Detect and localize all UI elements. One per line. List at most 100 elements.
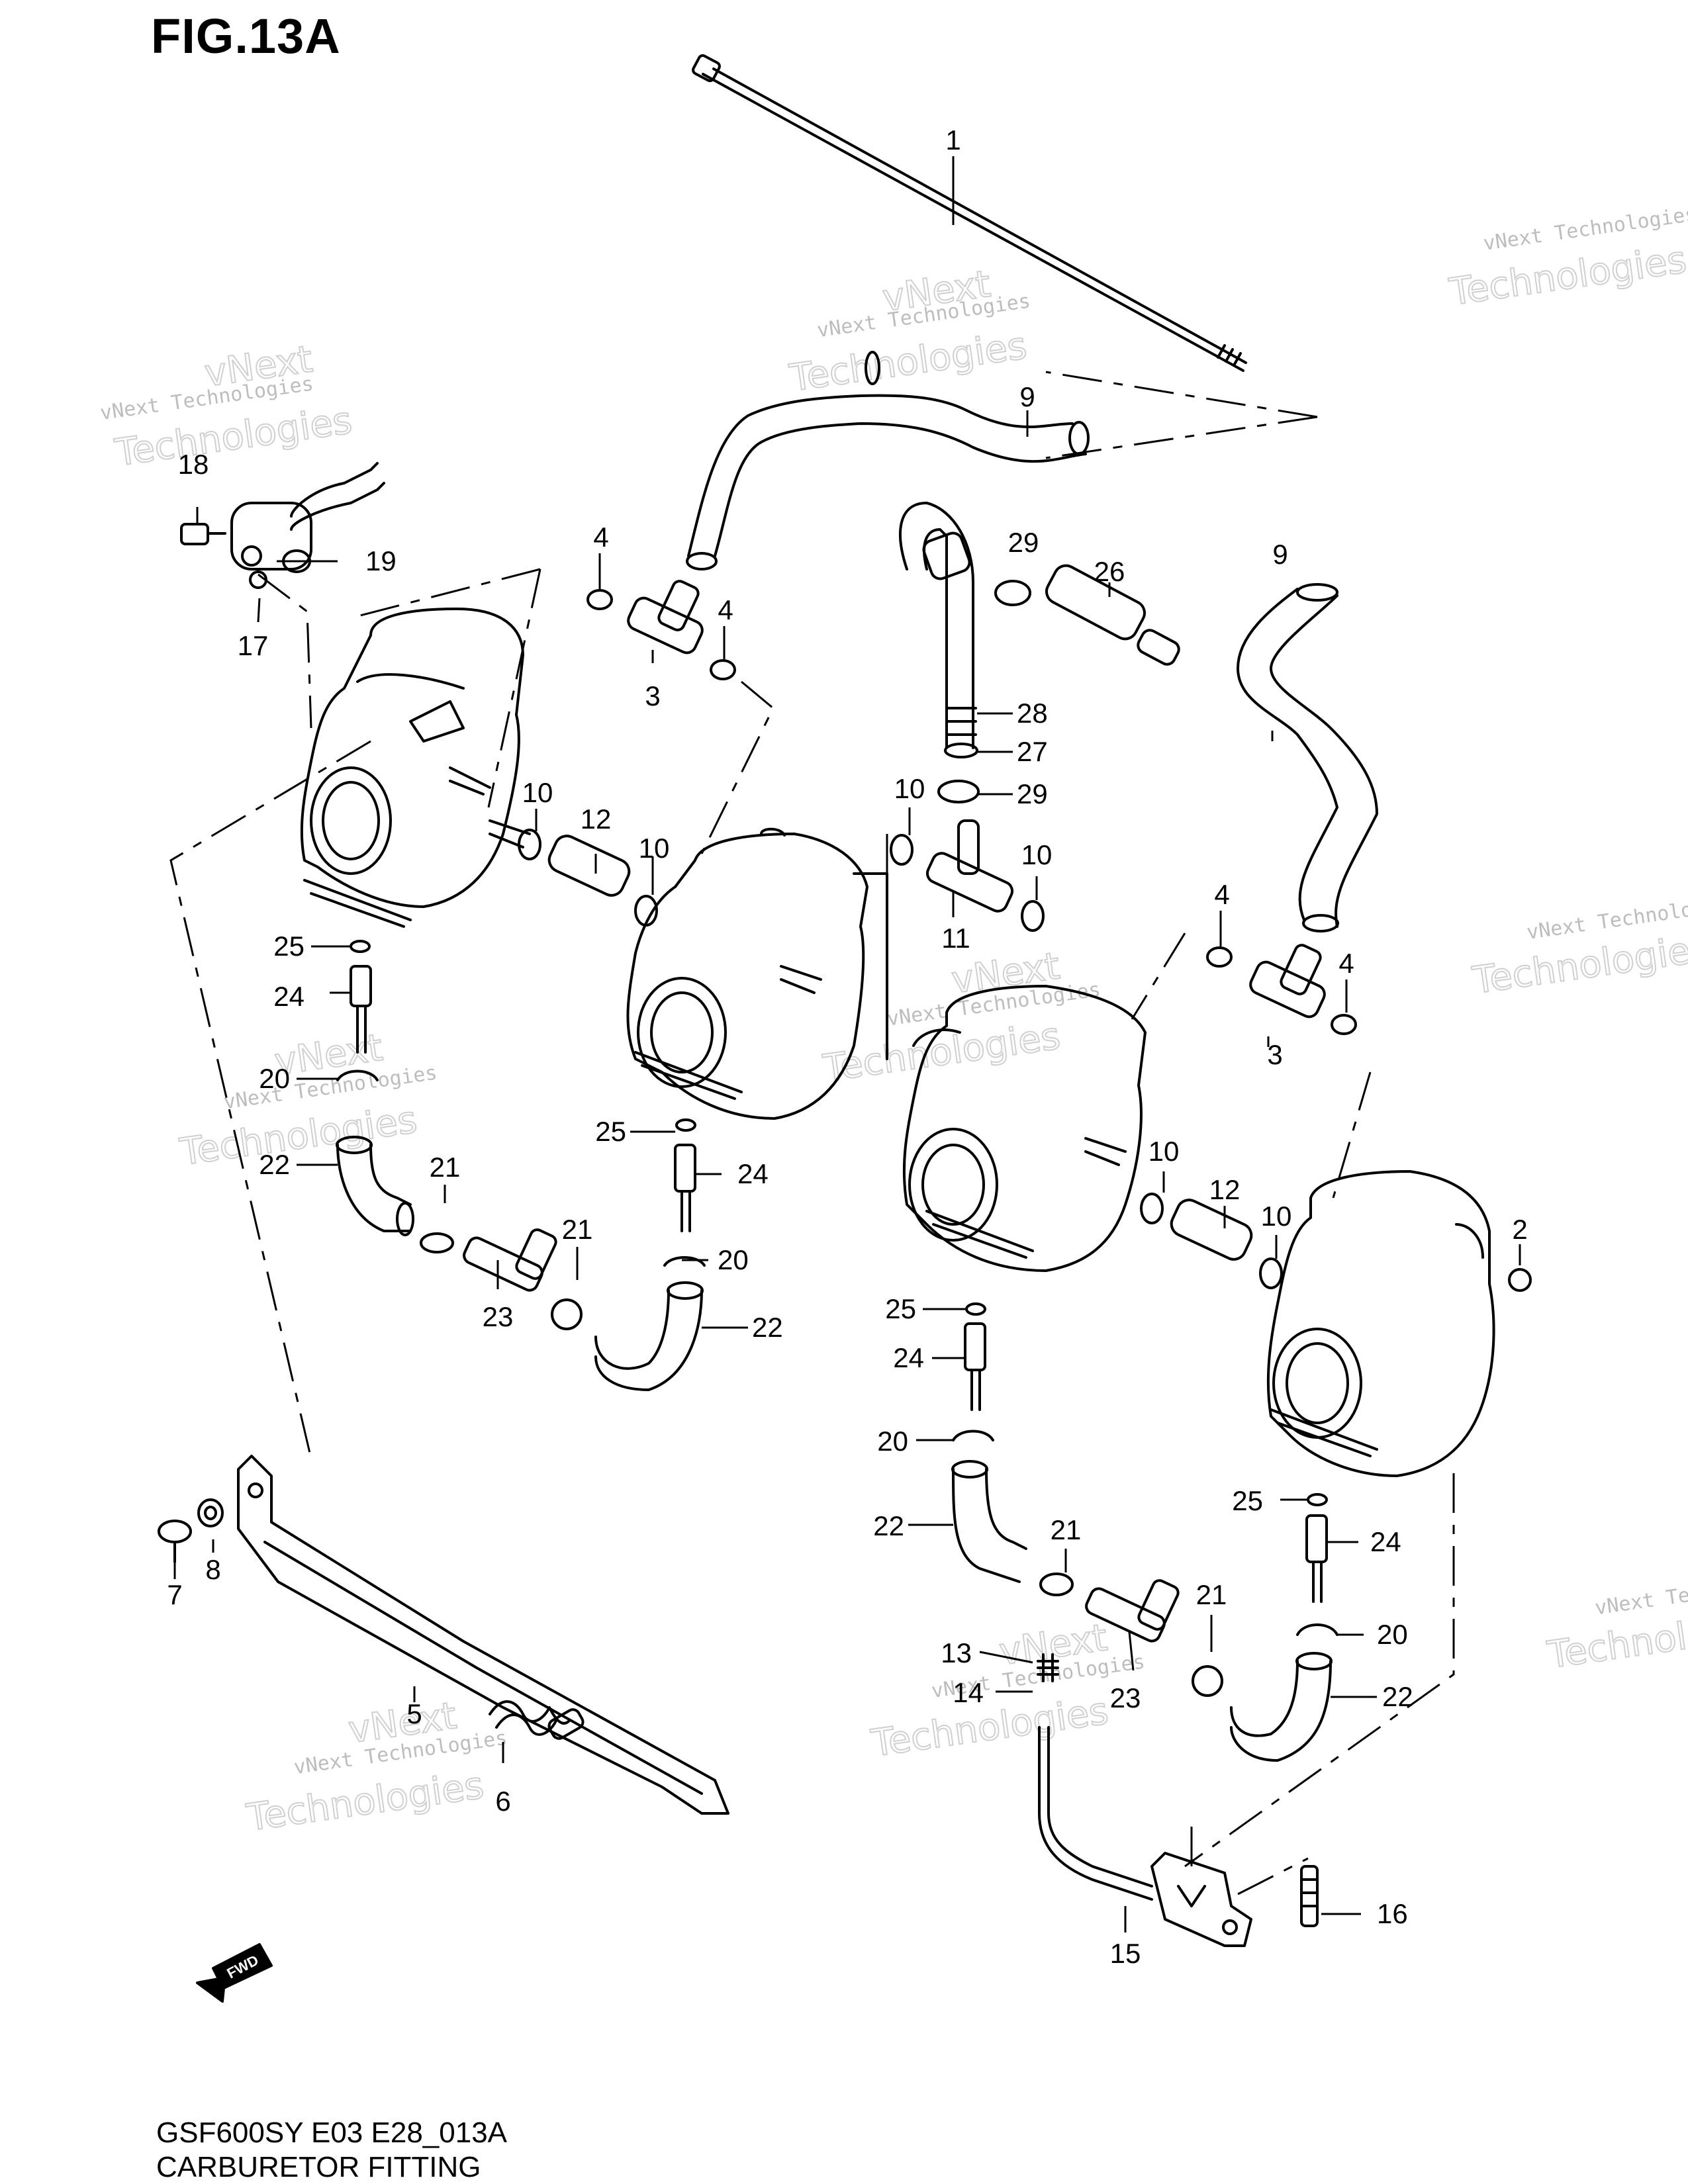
callout-20: 20 [718, 1244, 749, 1275]
part-bolt-16 [1300, 1865, 1319, 1927]
callout-28: 28 [1017, 698, 1048, 729]
part-screw-7 [158, 1520, 192, 1563]
callout-22: 22 [752, 1312, 783, 1343]
callout-23: 23 [1110, 1682, 1141, 1713]
callout-25: 25 [273, 931, 305, 962]
callout-7: 7 [167, 1579, 182, 1610]
callout-24: 24 [737, 1158, 769, 1189]
callout-14: 14 [953, 1677, 984, 1708]
callout-19: 19 [365, 545, 397, 576]
callout-1: 1 [945, 124, 961, 156]
callout-20: 20 [259, 1063, 290, 1094]
callout-10: 10 [1149, 1136, 1180, 1167]
callout-12: 12 [1209, 1174, 1241, 1205]
assembly-lines [169, 371, 1455, 1895]
callout-10: 10 [894, 773, 925, 804]
callout-24: 24 [893, 1342, 924, 1373]
part-hose-right [1237, 583, 1378, 933]
callout-12: 12 [581, 803, 612, 835]
fwd-arrow-icon [196, 1943, 273, 2003]
part-hose-28 [899, 502, 978, 758]
part-washer-8 [197, 1498, 224, 1527]
part-fittings-left [336, 940, 583, 1330]
part-rod [692, 54, 1247, 372]
svg-text:Technologies: Technologies [177, 1099, 420, 1175]
callout-3: 3 [1267, 1039, 1282, 1070]
watermark: Technologies vNext Technologies vNext [820, 944, 1102, 1091]
part-t-joint-3a [627, 580, 704, 655]
diagram-code: GSF600SY E03 E28_013A [156, 2116, 508, 2149]
callout-13: 13 [941, 1637, 972, 1668]
callout-20: 20 [877, 1426, 908, 1457]
watermark: Technologies vNext Technologies vNext [786, 262, 1032, 401]
part-carburetor-1 [300, 608, 531, 928]
svg-text:vNext Technologies: vNext Technologies [1593, 1567, 1688, 1620]
callout-25: 25 [595, 1116, 626, 1147]
callout-8: 8 [205, 1554, 220, 1585]
callout-18: 18 [178, 449, 209, 480]
callout-27: 27 [1017, 736, 1048, 767]
part-spring-6 [489, 1700, 585, 1740]
watermark: Technologies vNext Technologies [1446, 203, 1688, 315]
watermark: Technologies vNext Technologies vNext [177, 1026, 439, 1175]
part-t-joint-3b [1249, 944, 1326, 1019]
callout-25: 25 [1232, 1485, 1263, 1516]
callout-29: 29 [1017, 778, 1048, 809]
part-fittings-middle [594, 1118, 706, 1391]
part-carburetor-4 [1266, 1170, 1495, 1477]
callout-22: 22 [259, 1149, 290, 1180]
part-joint-11 [925, 819, 1014, 913]
callout-9: 9 [1019, 381, 1035, 412]
part-valve-26 [1045, 564, 1180, 666]
callout-leaders [173, 156, 1521, 1933]
callout-17: 17 [238, 630, 269, 661]
part-carburetor-3 [902, 985, 1147, 1272]
watermark: Technologies vNext Technologies vNext [99, 337, 355, 475]
callout-10: 10 [1261, 1201, 1292, 1232]
callout-labels: 1 2 3 3 4 4 4 4 5 6 7 8 9 9 10 10 10 10 … [167, 124, 1527, 1969]
part-bracket-5 [237, 1455, 729, 1815]
callout-2: 2 [1512, 1214, 1527, 1245]
callout-23: 23 [483, 1301, 514, 1332]
callout-22: 22 [873, 1510, 904, 1541]
part-spacer-12a [547, 835, 631, 897]
callout-4: 4 [1338, 948, 1354, 979]
figure-title: FIG.13A [151, 9, 341, 64]
watermark: Technologies vNext Technologies vNext [243, 1694, 508, 1841]
callout-22: 22 [1382, 1681, 1413, 1712]
part-o-rings-4 [586, 589, 1357, 1035]
part-fittings-right [1230, 1493, 1338, 1762]
callout-10: 10 [639, 833, 670, 864]
part-sensor-15 [1037, 1653, 1252, 1947]
callout-21: 21 [430, 1152, 461, 1183]
part-fittings-right-center [951, 1302, 1223, 1697]
callout-11: 11 [941, 923, 970, 954]
svg-text:Technologies: Technologies [244, 1764, 486, 1840]
part-clamps-29 [937, 580, 1031, 803]
watermark: Technologies vNext Technologies [1544, 1567, 1688, 1678]
callout-3: 3 [645, 680, 660, 711]
svg-text:Technologies: Technologies [868, 1690, 1111, 1766]
watermark: Technologies vNext Technologies [1469, 891, 1688, 1003]
callout-15: 15 [1110, 1938, 1141, 1969]
callout-10: 10 [1021, 839, 1053, 870]
callout-16: 16 [1377, 1898, 1408, 1929]
callout-25: 25 [885, 1293, 916, 1324]
callout-21: 21 [1196, 1579, 1227, 1610]
callout-6: 6 [495, 1786, 510, 1817]
callout-29: 29 [1008, 527, 1039, 558]
part-nut-2 [1508, 1268, 1532, 1292]
callout-20: 20 [1377, 1619, 1408, 1650]
callout-4: 4 [718, 594, 733, 625]
callout-21: 21 [562, 1214, 593, 1245]
callout-26: 26 [1094, 556, 1125, 587]
callout-9: 9 [1272, 539, 1288, 570]
svg-text:Technologies: Technologies [1446, 238, 1688, 314]
callout-4: 4 [593, 522, 608, 553]
callout-21: 21 [1051, 1514, 1082, 1545]
part-o-rings-10 [518, 829, 1283, 1289]
part-spacer-12b [1170, 1199, 1253, 1261]
part-sensor-bracket [180, 462, 385, 589]
